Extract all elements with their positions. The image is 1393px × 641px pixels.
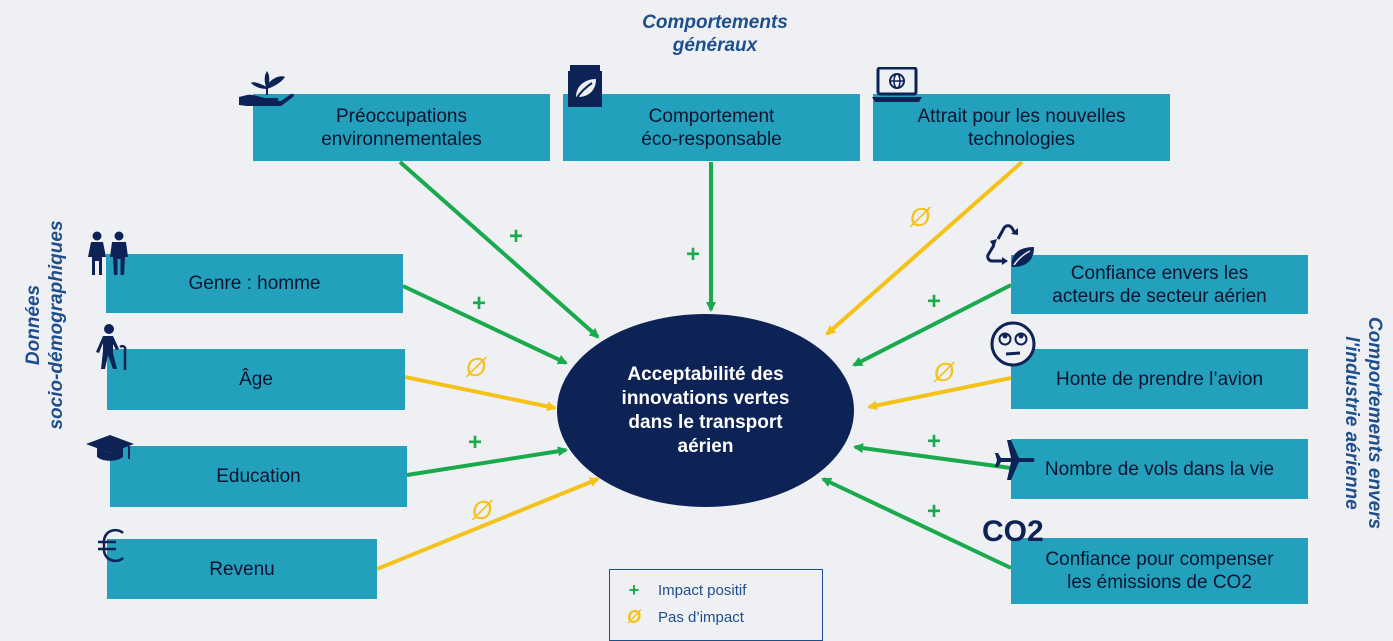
impact-nombre-vols: + (927, 428, 942, 455)
center-acceptability: Acceptabilité des innovations vertes dan… (557, 314, 854, 507)
legend-label-none: Pas d’impact (658, 609, 744, 626)
arrow-compensation (821, 477, 1012, 570)
impact-preoccupations: + (509, 223, 524, 250)
arrow-preoccupations (398, 160, 600, 339)
arrow-genre (402, 284, 568, 365)
people-icon (88, 231, 128, 275)
impact-confiance-acteurs: + (927, 288, 942, 315)
legend-label-positive: Impact positif (658, 582, 747, 599)
arrow-nombre-vols (853, 443, 1012, 470)
impact-age: Ø (466, 352, 487, 382)
legend-symbol-positive: + (628, 580, 640, 600)
hand-plant-icon (239, 71, 294, 106)
arrow-confiance-acteurs (852, 283, 1012, 367)
impact-eco-responsable: + (686, 241, 701, 268)
legend-item-positive: + Impact positif (610, 580, 747, 601)
impact-revenu: Ø (472, 495, 493, 525)
box-age: Âge (107, 349, 405, 410)
group-title-industry: Comportements envers l'industrie aérienn… (1341, 316, 1385, 530)
legend-item-none: Ø Pas d’impact (610, 607, 744, 628)
box-nombre-vols: Nombre de vols dans la vie (1011, 439, 1308, 499)
impact-genre: + (472, 290, 487, 317)
legend: + Impact positif Ø Pas d’impact (609, 569, 823, 641)
impact-honte: Ø (934, 357, 955, 387)
elderly-person-icon (96, 324, 127, 370)
box-honte: Honte de prendre l’avion (1011, 349, 1308, 409)
arrow-honte (867, 376, 1012, 411)
box-education: Education (110, 446, 407, 507)
rolling-eyes-face-icon (990, 321, 1036, 367)
box-revenu: Revenu (107, 539, 377, 599)
legend-symbol-none: Ø (626, 607, 641, 627)
graduation-cap-icon (86, 435, 134, 461)
euro-icon (98, 528, 124, 563)
laptop-globe-icon (872, 67, 922, 102)
impact-technologies: Ø (910, 202, 931, 232)
airplane-icon (995, 440, 1035, 480)
impact-education: + (468, 429, 483, 456)
group-title-general: Comportements généraux (642, 12, 788, 56)
box-genre: Genre : homme (106, 254, 403, 313)
co2-label: CO2 (982, 515, 1044, 548)
group-title-socio: Données socio-démographiques (23, 220, 67, 430)
arrow-age (404, 375, 557, 412)
arrow-education (406, 446, 568, 477)
recycle-leaf-icon (986, 224, 1034, 267)
impact-compensation: + (927, 498, 942, 525)
arrow-revenu (376, 477, 600, 571)
arrow-technologies (825, 160, 1024, 336)
eco-bag-icon (568, 65, 602, 107)
